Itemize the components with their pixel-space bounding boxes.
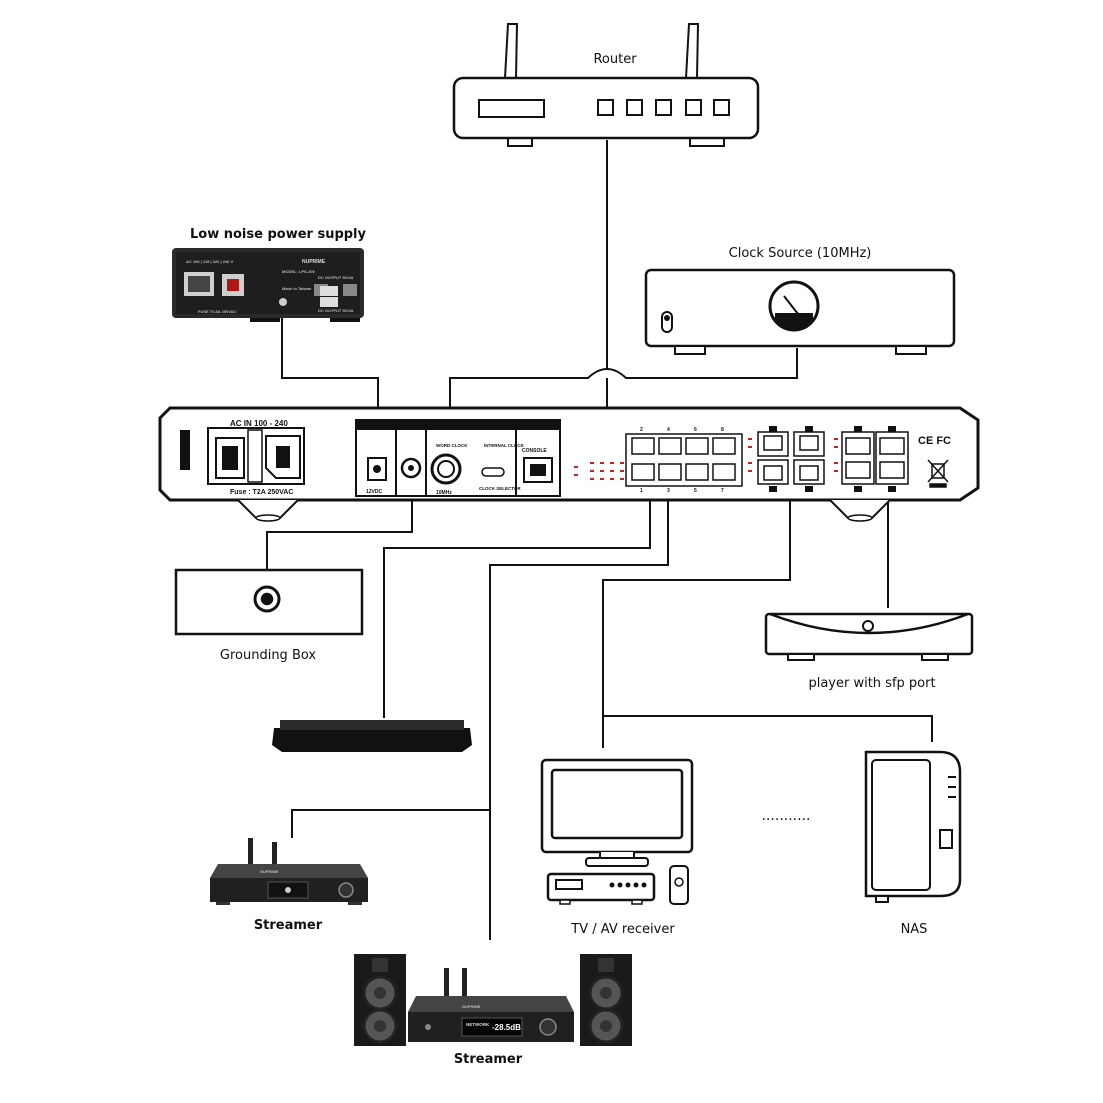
streamer-2	[408, 968, 574, 1042]
speaker-right	[580, 954, 632, 1046]
port-label-7: 7	[721, 488, 724, 494]
streamer1-label: Streamer	[254, 918, 323, 933]
lps-ac: AC 100 | 115 | 220 | 240 V	[186, 259, 234, 264]
switch-ac-in: AC IN 100 - 240	[230, 419, 288, 428]
ethernet-ports	[631, 437, 736, 481]
streamer1-brand: NUPRIME	[260, 869, 279, 874]
tv-av-receiver	[540, 758, 694, 905]
tv-link	[602, 470, 791, 748]
ce-fc-mark: CE FC	[918, 435, 951, 447]
lps-out2: DC OUTPUT 5V/2A	[318, 308, 354, 313]
switch-console: CONSOLE	[522, 448, 547, 454]
port-label-5: 5	[694, 488, 697, 494]
streamer1-link	[291, 809, 490, 838]
lps-fuse: FUSE T0.8A 250VAC	[198, 309, 237, 314]
lps-model: MODEL: LPS-205	[282, 269, 315, 274]
streamer-1	[210, 838, 368, 905]
clock-label: Clock Source (10MHz)	[729, 246, 872, 261]
port-label-1: 1	[640, 488, 643, 494]
lps-brand: NUPRIME	[302, 259, 326, 265]
grounding-label: Grounding Box	[220, 648, 317, 663]
streamer2-network: NETWORK	[466, 1022, 490, 1027]
gauge-icon	[775, 313, 813, 329]
port-label-3: 3	[667, 488, 670, 494]
streamer2-label: Streamer	[454, 1052, 523, 1067]
status-leds	[574, 438, 838, 480]
switch-internal-clock: INTERNAL CLOCK	[484, 443, 525, 448]
dots-separator: ...........	[762, 808, 811, 824]
grounding-box	[174, 568, 364, 636]
sfp-player	[764, 612, 974, 661]
panel-text: NUPRIME AC 100 | 115 | 220 | 240 V MODEL…	[186, 259, 951, 1032]
sfp-player-label: player with sfp port	[808, 676, 935, 691]
clock-source	[644, 268, 956, 355]
router-label: Router	[593, 52, 637, 67]
nas	[864, 750, 962, 903]
nas-label: NAS	[901, 922, 928, 937]
clock-link	[449, 348, 798, 452]
connection-lines	[266, 140, 933, 940]
streamer-link	[489, 470, 669, 940]
lps-out1: DC OUTPUT 5V/2A	[318, 275, 354, 280]
weee-icon	[927, 459, 949, 488]
streamer2-brand: NUPRIME	[462, 1004, 481, 1009]
port-label-2: 2	[640, 427, 643, 433]
port-label-8: 8	[721, 427, 724, 433]
lps-made: Made in Taiwan	[282, 286, 312, 291]
port-label-6: 6	[694, 427, 697, 433]
streamer2-volume: -28.5dB	[492, 1023, 521, 1032]
rack-streamer	[272, 720, 472, 752]
speaker-left	[354, 954, 406, 1046]
labels: Router Low noise power supply Clock Sour…	[190, 52, 936, 1067]
rack-link	[383, 470, 651, 718]
sfp-cages	[841, 431, 909, 485]
switch-dc: 12VDC	[366, 489, 383, 495]
router	[452, 23, 760, 147]
tv-label: TV / AV receiver	[570, 922, 675, 937]
power-supply-unit	[172, 248, 364, 322]
port-label-4: 4	[667, 427, 670, 433]
network-switch	[158, 406, 980, 522]
lps-label: Low noise power supply	[190, 227, 367, 242]
nas-link	[603, 715, 933, 742]
switch-word-clock: WORD CLOCK	[436, 443, 468, 448]
switch-fuse: Fuse : T2A 250VAC	[230, 489, 293, 496]
switch-10mhz: 10MHz	[436, 490, 452, 496]
switch-clock-selector: CLOCK SELECTOR	[479, 486, 521, 491]
